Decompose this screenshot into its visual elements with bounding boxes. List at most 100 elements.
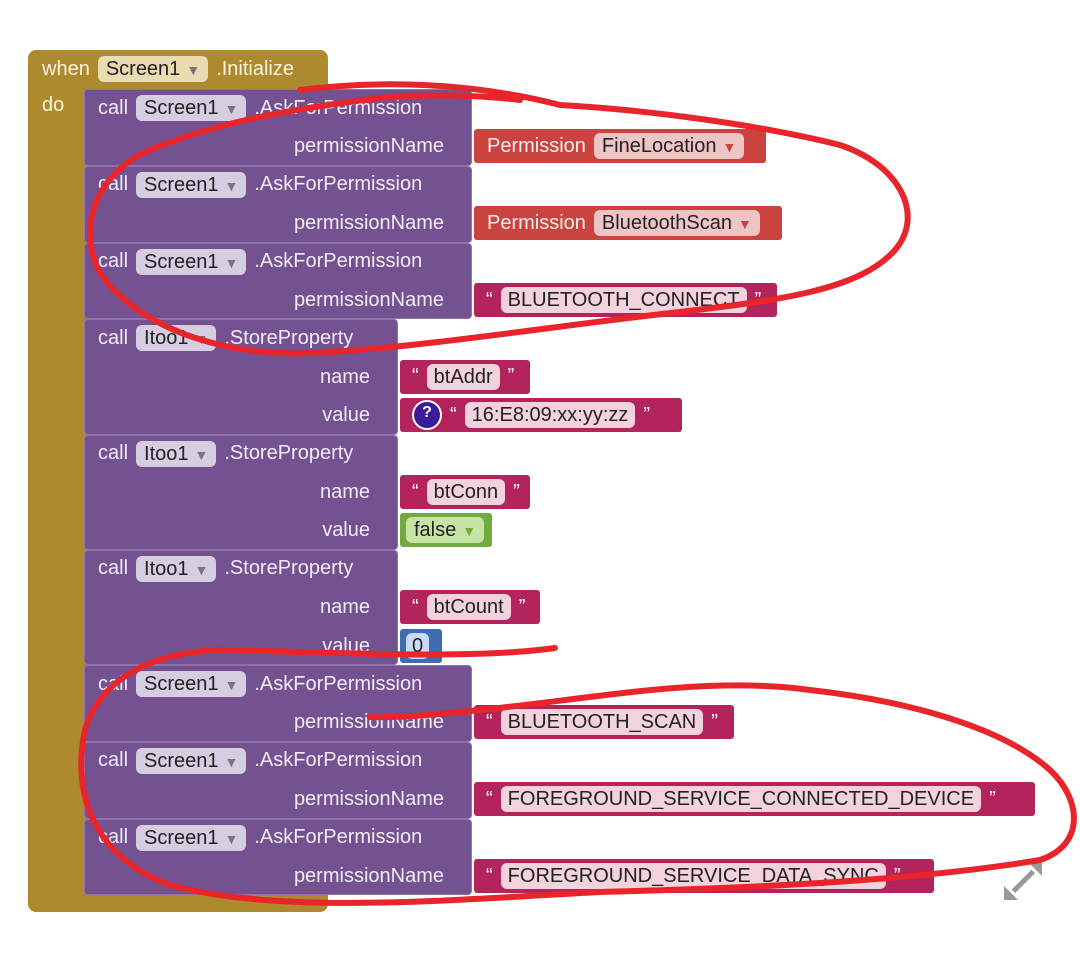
permission-prefix: Permission [487, 211, 586, 234]
component-dropdown[interactable]: Screen1 ▼ [136, 747, 247, 774]
open-quote: “ [450, 403, 457, 426]
text-block[interactable]: “FOREGROUND_SERVICE_DATA_SYNC” [474, 859, 934, 893]
text-block[interactable]: “ BLUETOOTH_SCAN ” [474, 705, 734, 740]
text-block[interactable]: “ BLUETOOTH_CONNECT ” [474, 283, 777, 317]
call-header: call Itoo1▼ .StoreProperty [98, 554, 353, 584]
method-name: .StoreProperty [224, 557, 354, 580]
call-keyword: call [98, 326, 129, 349]
number-block[interactable]: 0 [400, 628, 442, 663]
string-value[interactable]: 16:E8:09:xx:yy:zz [464, 402, 636, 429]
text-block[interactable]: “btAddr” [400, 359, 530, 394]
chevron-down-icon: ▼ [224, 101, 239, 117]
chevron-down-icon: ▼ [722, 139, 737, 156]
call-header: call Screen1▼ .AskForPermission [98, 823, 422, 853]
method-name: .AskForPermission [254, 826, 423, 849]
argument-label: value [322, 634, 370, 657]
call-header: call Screen1▼ .AskForPermission [98, 170, 422, 200]
text-block[interactable]: ?“16:E8:09:xx:yy:zz” [400, 398, 682, 433]
event-name: .Initialize [216, 57, 294, 80]
call-keyword: call [98, 173, 129, 196]
close-quote: ” [893, 864, 901, 887]
chevron-down-icon: ▼ [194, 561, 209, 578]
permission-option: FineLocation [601, 135, 717, 158]
method-name: .StoreProperty [224, 326, 354, 349]
close-quote: ” [711, 710, 718, 733]
argument-label: value [322, 519, 370, 542]
close-quote: ” [989, 787, 996, 810]
component-name: Screen1 [105, 58, 181, 80]
argument-label: permissionName [293, 212, 444, 235]
number-value[interactable]: 0 [406, 632, 430, 659]
string-value[interactable]: FOREGROUND_SERVICE_CONNECTED_DEVICE [500, 786, 982, 813]
component-name: Screen1 [144, 749, 219, 772]
component-dropdown[interactable]: Screen1 ▼ [136, 671, 247, 697]
string-value[interactable]: btConn [426, 479, 506, 505]
resize-arrows-icon[interactable] [1002, 860, 1044, 902]
close-quote: ” [754, 288, 762, 311]
text-block[interactable]: “btConn” [400, 475, 530, 509]
permission-block[interactable]: Permission BluetoothScan▼ [474, 206, 782, 241]
open-quote: “ [486, 787, 493, 810]
component-name: Screen1 [144, 97, 219, 119]
method-name: .AskForPermission [254, 173, 423, 196]
close-quote: ” [518, 595, 526, 618]
method-name: .AskForPermission [254, 96, 423, 119]
component-dropdown[interactable]: Itoo1▼ [136, 440, 217, 467]
do-keyword: do [42, 94, 65, 116]
question-mark-icon[interactable]: ? [412, 400, 442, 431]
call-keyword: call [98, 96, 129, 119]
component-dropdown[interactable]: Screen1 ▼ [136, 95, 247, 121]
string-value[interactable]: btCount [426, 594, 511, 621]
component-dropdown[interactable]: Screen1▼ [136, 171, 247, 198]
text-block[interactable]: “btCount” [400, 590, 540, 625]
string-value[interactable]: BLUETOOTH_CONNECT [500, 287, 747, 313]
open-quote: “ [486, 288, 493, 311]
argument-label: value [322, 404, 370, 427]
boolean-dropdown[interactable]: false▼ [406, 517, 485, 544]
call-keyword: call [98, 557, 129, 580]
argument-label: name [319, 596, 370, 619]
call-keyword: call [98, 442, 129, 465]
string-value[interactable]: FOREGROUND_SERVICE_DATA_SYNC [500, 863, 886, 889]
chevron-down-icon: ▼ [738, 216, 752, 233]
permission-dropdown[interactable]: FineLocation ▼ [593, 133, 745, 160]
method-name: .StoreProperty [224, 442, 354, 465]
event-header: when Screen1 ▼ .Initialize [42, 54, 294, 84]
component-dropdown[interactable]: Screen1 ▼ [136, 248, 247, 275]
chevron-down-icon: ▼ [194, 446, 209, 463]
chevron-down-icon: ▼ [224, 677, 239, 693]
component-name: Screen1 [144, 673, 219, 695]
method-name: .AskForPermission [254, 250, 423, 273]
component-dropdown[interactable]: Screen1 ▼ [97, 56, 209, 82]
open-quote: “ [412, 365, 419, 388]
permission-block[interactable]: Permission FineLocation ▼ [474, 129, 766, 164]
component-name: Itoo1 [144, 327, 189, 350]
chevron-down-icon: ▼ [224, 753, 239, 770]
component-name: Screen1 [144, 250, 219, 273]
permission-prefix: Permission [487, 134, 586, 157]
string-value[interactable]: BLUETOOTH_SCAN [500, 709, 704, 736]
text-block[interactable]: “ FOREGROUND_SERVICE_CONNECTED_DEVICE ” [474, 782, 1035, 817]
call-header: call Screen1 ▼ .AskForPermission [98, 93, 422, 123]
string-value[interactable]: btAddr [426, 363, 500, 390]
component-dropdown[interactable]: Itoo1▼ [136, 325, 217, 352]
when-keyword: when [42, 57, 90, 80]
method-name: .AskForPermission [254, 672, 423, 695]
call-header: call Itoo1▼ .StoreProperty [98, 439, 353, 469]
method-name: .AskForPermission [254, 749, 423, 772]
component-dropdown[interactable]: Screen1▼ [136, 824, 247, 851]
call-keyword: call [98, 250, 129, 273]
argument-label: name [319, 481, 370, 503]
boolean-block[interactable]: false▼ [400, 513, 492, 548]
permission-dropdown[interactable]: BluetoothScan▼ [593, 210, 760, 237]
chevron-down-icon: ▼ [224, 254, 239, 271]
component-name: Screen1 [144, 826, 219, 849]
argument-label: permissionName [293, 135, 444, 158]
close-quote: ” [513, 480, 520, 503]
call-keyword: call [98, 826, 129, 849]
open-quote: “ [486, 710, 493, 733]
chevron-down-icon: ▼ [186, 62, 201, 78]
component-dropdown[interactable]: Itoo1▼ [136, 555, 217, 582]
